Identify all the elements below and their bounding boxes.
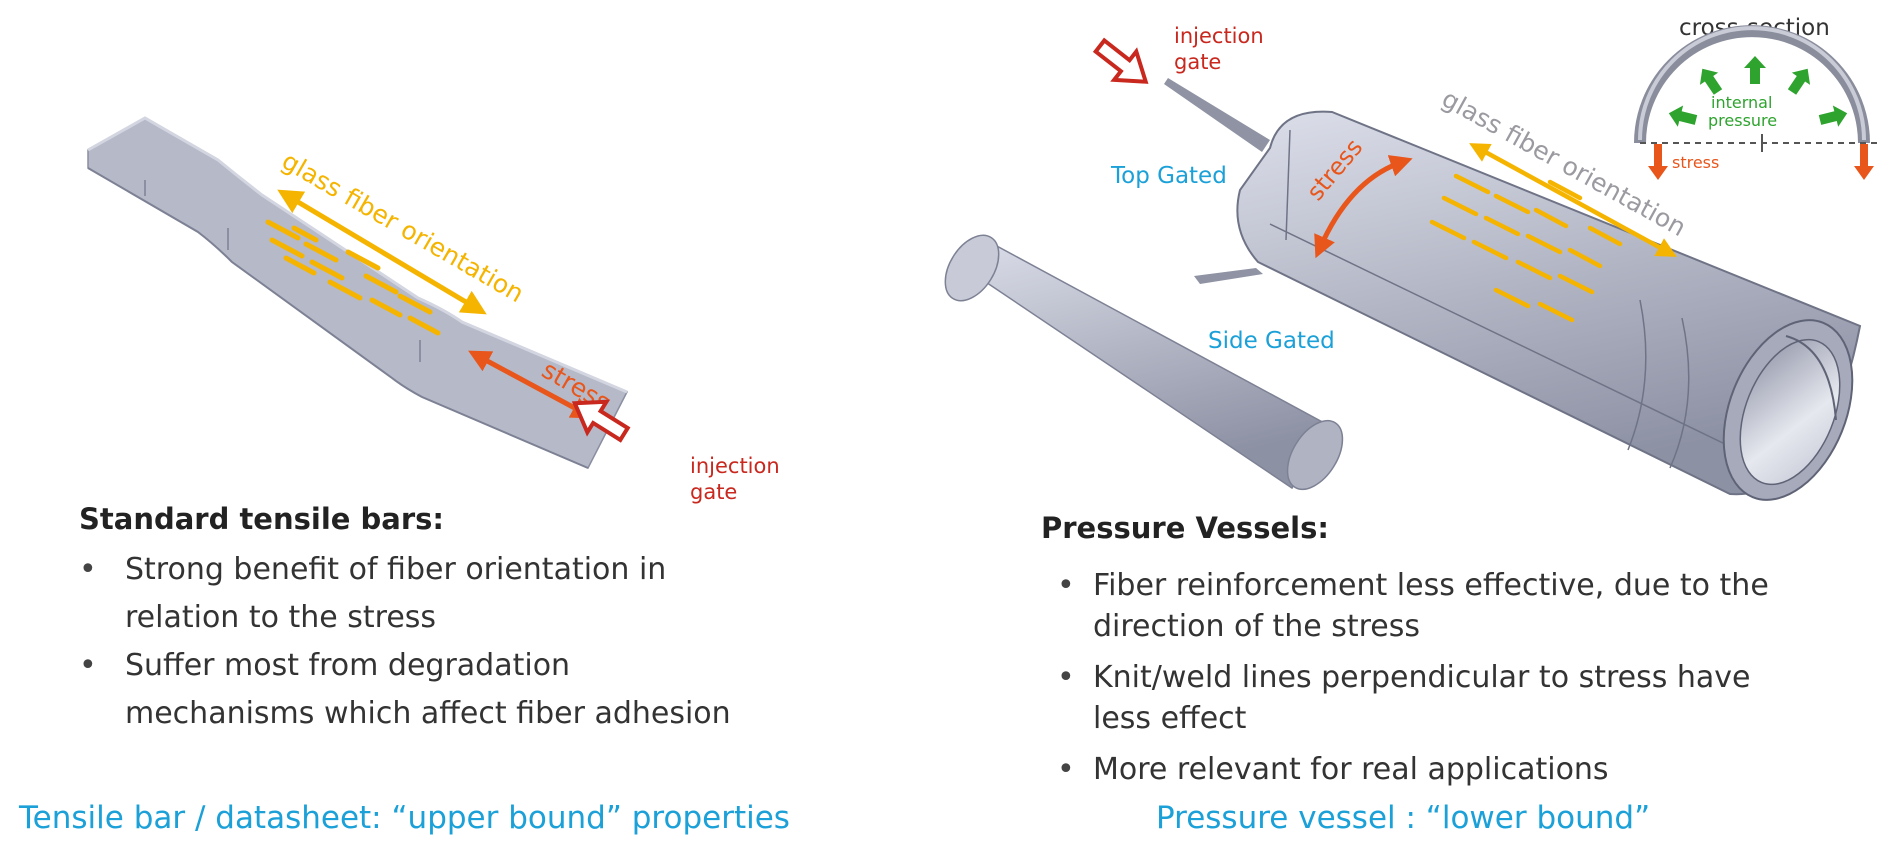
injection-gate-label: injection gate [690, 454, 786, 504]
pressure-vessel-panel: glass fiber orientation stress injection… [940, 0, 1889, 860]
internal-pressure-arrows [1668, 56, 1848, 127]
bullet-line: relation to the stress [125, 600, 437, 635]
cross-section-inset: cross-section internal pressure [1634, 15, 1880, 180]
side-gate-pin [1194, 268, 1263, 284]
injection-gate-label: injection gate [1174, 24, 1270, 74]
injection-gate-arrow [571, 399, 631, 443]
tensile-bar-footer: Tensile bar / datasheet: “upper bound” p… [19, 800, 790, 836]
top-gated-label: Top Gated [1110, 163, 1227, 189]
cross-section-stress-label: stress [1672, 153, 1719, 172]
hoop-stress-arrow [1314, 155, 1413, 259]
side-gated-label: Side Gated [1208, 328, 1335, 354]
list-item: Fiber reinforcement less effective, due … [1057, 565, 1769, 647]
list-item: More relevant for real applications [1057, 749, 1769, 790]
tensile-bar-illustration: glass fiber orientation stress injection… [87, 116, 786, 504]
bullet-line: Strong benefit of fiber orientation in [125, 552, 667, 587]
fiber-orientation-arrow [277, 189, 487, 315]
stress-arrow [468, 350, 594, 419]
bullet-line: More relevant for real applications [1093, 752, 1609, 787]
internal-pressure-label: internal pressure [1708, 93, 1777, 130]
tensile-bar-panel: glass fiber orientation stress injection… [0, 0, 940, 860]
fiber-orientation-arrow [1469, 143, 1677, 257]
bullet-line: less effect [1093, 701, 1247, 736]
pressure-vessel-footer: Pressure vessel : “lower bound” [1156, 800, 1651, 836]
tensile-bars-heading: Standard tensile bars: [79, 502, 445, 536]
bullet-line: Suffer most from degradation [125, 648, 571, 683]
cross-section-stress-arrows [1648, 144, 1874, 180]
pressure-vessel-illustration: glass fiber orientation stress injection… [944, 15, 1880, 501]
list-item: Knit/weld lines perpendicular to stress … [1057, 657, 1769, 739]
tensile-bar-shape [87, 116, 629, 469]
bullet-line: direction of the stress [1093, 609, 1421, 644]
tensile-bars-bullet-list: Strong benefit of fiber orientation in r… [79, 546, 731, 738]
list-item: Strong benefit of fiber orientation in r… [79, 546, 731, 642]
bullet-line: Fiber reinforcement less effective, due … [1093, 568, 1769, 603]
side-gated-vessel [944, 234, 1344, 491]
pressure-vessels-bullet-list: Fiber reinforcement less effective, due … [1057, 565, 1769, 800]
injection-gate-arrow [1092, 37, 1149, 84]
bullet-line: Knit/weld lines perpendicular to stress … [1093, 660, 1751, 695]
bullet-line: mechanisms which affect fiber adhesion [125, 696, 731, 731]
top-gate-pin [1164, 78, 1270, 152]
list-item: Suffer most from degradation mechanisms … [79, 642, 731, 738]
pressure-vessels-heading: Pressure Vessels: [1041, 511, 1329, 545]
